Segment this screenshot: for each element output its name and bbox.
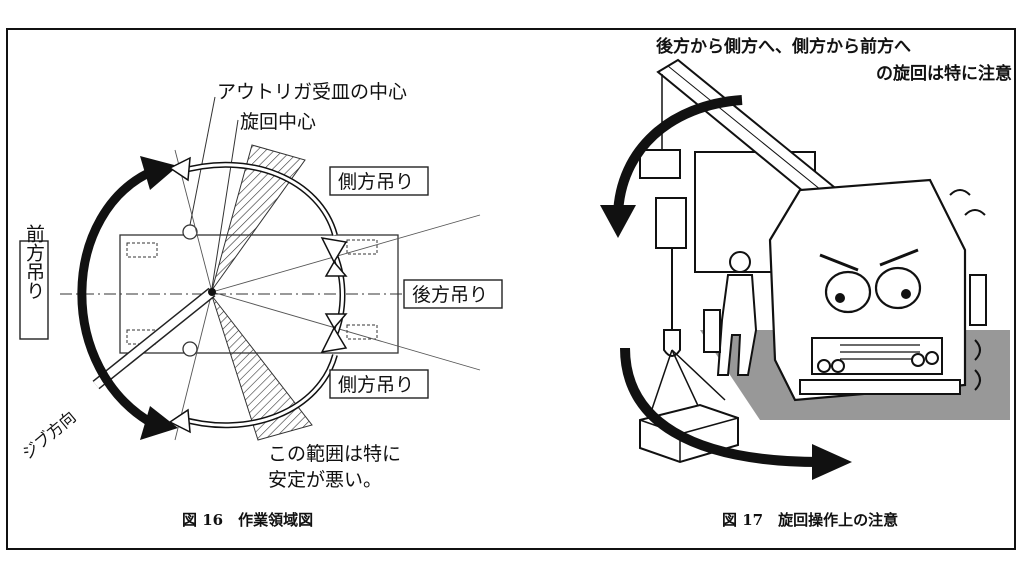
arrowhead (600, 205, 636, 238)
figure-16-caption: 図 16 作業領域図 (182, 511, 313, 529)
operator-body (716, 274, 758, 376)
cab-eye-left (824, 270, 872, 314)
operator-head (729, 251, 751, 273)
side-lift-bottom-label: 側方吊り (338, 374, 414, 396)
side-swing-arc-bottom-inner (177, 354, 337, 427)
swing-arrow-top (613, 95, 743, 216)
sling (671, 349, 701, 411)
warning-line2: の旋回は特に注意 (876, 63, 1012, 84)
swing-arrow-bottom (620, 347, 821, 467)
leader-line (189, 96, 216, 226)
leader-line (211, 119, 239, 289)
rear-swing-arc-inner (333, 254, 344, 336)
arrowhead (168, 156, 191, 182)
outrigger-center-label: アウトリガ受皿の中心 (217, 81, 407, 103)
sweat-mark (949, 189, 971, 196)
side-lift-top-label: 側方吊り (338, 171, 414, 193)
arrowhead (140, 156, 178, 190)
arrowhead (324, 260, 348, 277)
side-lift-top-box (329, 166, 429, 196)
front-lift-box (19, 240, 49, 340)
arrowhead (320, 237, 348, 264)
outrigger-pad (182, 341, 198, 357)
front-lift-label: 前方吊り (23, 224, 45, 300)
sling (671, 349, 726, 401)
front-swing-arc (77, 165, 158, 429)
figure-17-crane-illustration: 後方から側方へ、側方から前方へ の旋回は特に注意 (600, 36, 1012, 529)
sweat-mark (974, 369, 981, 391)
jib-direction-label: ジブ方向 (18, 407, 79, 463)
headlight (925, 351, 939, 365)
arrowhead (168, 408, 191, 434)
outrigger (703, 309, 721, 353)
figure-16-work-area-diagram: アウトリガ受皿の中心 旋回中心 側方吊り 後方吊り 側方吊り 前方吊り ジブ方向… (18, 81, 503, 529)
headlight (817, 359, 831, 373)
swing-center-point (208, 288, 216, 296)
sweat-mark (964, 209, 986, 216)
unstable-zone-top (211, 144, 306, 291)
eyebrow (879, 248, 919, 267)
figure-17-caption: 図 17 旋回操作上の注意 (722, 511, 898, 529)
swing-center-label: 旋回中心 (240, 111, 316, 133)
rear-lift-label: 後方吊り (412, 284, 488, 306)
wheel-marker (346, 324, 378, 340)
pupil (835, 293, 845, 303)
jib-boom-inner (93, 288, 215, 389)
cab-eye-right (874, 266, 922, 310)
rear-lift-box (403, 279, 503, 309)
arrowhead (140, 406, 178, 440)
hook (663, 329, 681, 357)
unstable-note-line2: 安定が悪い。 (268, 469, 382, 491)
arrowhead (812, 444, 852, 480)
side-lift-bottom-box (329, 369, 429, 399)
headlight (831, 359, 845, 373)
hook-block-top (639, 149, 681, 179)
range-line (211, 214, 481, 293)
range-line (211, 291, 481, 371)
arrowhead (320, 326, 348, 353)
bumper (799, 379, 961, 395)
warning-line1: 後方から側方へ、側方から前方へ (656, 36, 911, 57)
unstable-note-line1: この範囲は特に (268, 443, 401, 465)
sweat-mark (974, 339, 981, 361)
crane-column (655, 197, 687, 249)
headlight (911, 353, 925, 367)
arrowhead (324, 313, 348, 330)
sling (649, 349, 673, 416)
boom-line (667, 65, 843, 208)
wheel-marker (126, 242, 158, 258)
load-edge (679, 417, 739, 435)
side-swing-arc-top-inner (177, 163, 337, 236)
unstable-zone-bottom (211, 295, 313, 441)
outrigger (969, 274, 987, 326)
wheel-marker (346, 239, 378, 255)
pupil (901, 289, 911, 299)
eyebrow (819, 253, 859, 272)
